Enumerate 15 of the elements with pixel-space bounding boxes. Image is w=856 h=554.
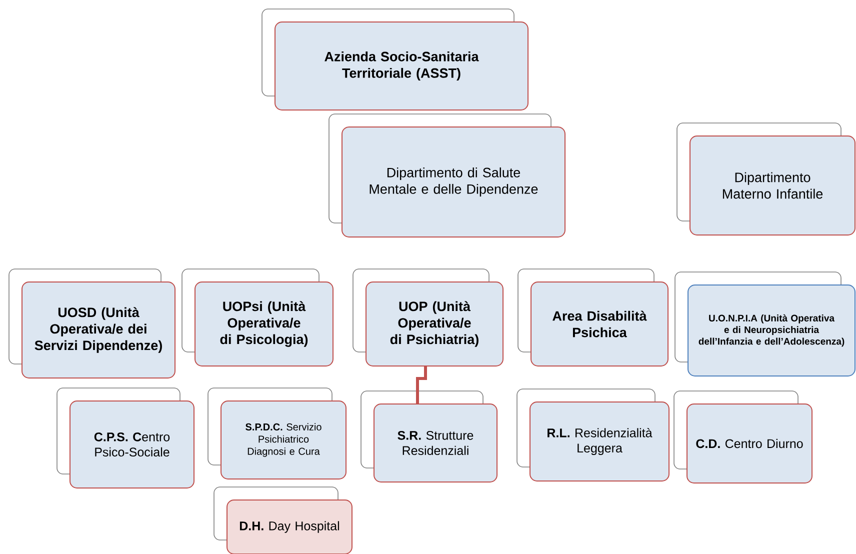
org-box: U.O.N.P.I.A (Unità Operativa e di Neuropsichiatria dell’Infanzia e dell’Adolescenza) xyxy=(674,272,856,376)
connector-line xyxy=(416,366,427,404)
org-box: C.D. Centro Diurno xyxy=(674,390,812,484)
org-box: UOSD (Unità Operativa/e dei Servizi Dipendenze) xyxy=(8,268,176,378)
org-box: S.P.D.C. Servizio Psichiatrico Diagnosi e Cura xyxy=(208,388,346,480)
org-box: Area Disabilità Psichica xyxy=(518,268,668,366)
org-box: Azienda Socio-Sanitaria Territoriale (ASST) xyxy=(262,8,528,110)
org-box: S.R. Strutture Residenziali xyxy=(360,390,498,482)
org-box: R.L. Residenzialità Leggera xyxy=(516,388,670,482)
org-box: Dipartimento di Salute Mentale e delle Dipendenze xyxy=(328,114,566,238)
org-box: UOPsi (Unità Operativa/e di Psicologia) xyxy=(182,268,334,366)
org-box: D.H. Day Hospital xyxy=(214,486,352,554)
org-box: Dipartimento Materno Infantile xyxy=(676,122,856,236)
org-box: C.P.S. Centro Psico-Sociale xyxy=(56,388,194,488)
org-box: UOP (Unità Operativa/e di Psichiatria) xyxy=(352,268,504,366)
